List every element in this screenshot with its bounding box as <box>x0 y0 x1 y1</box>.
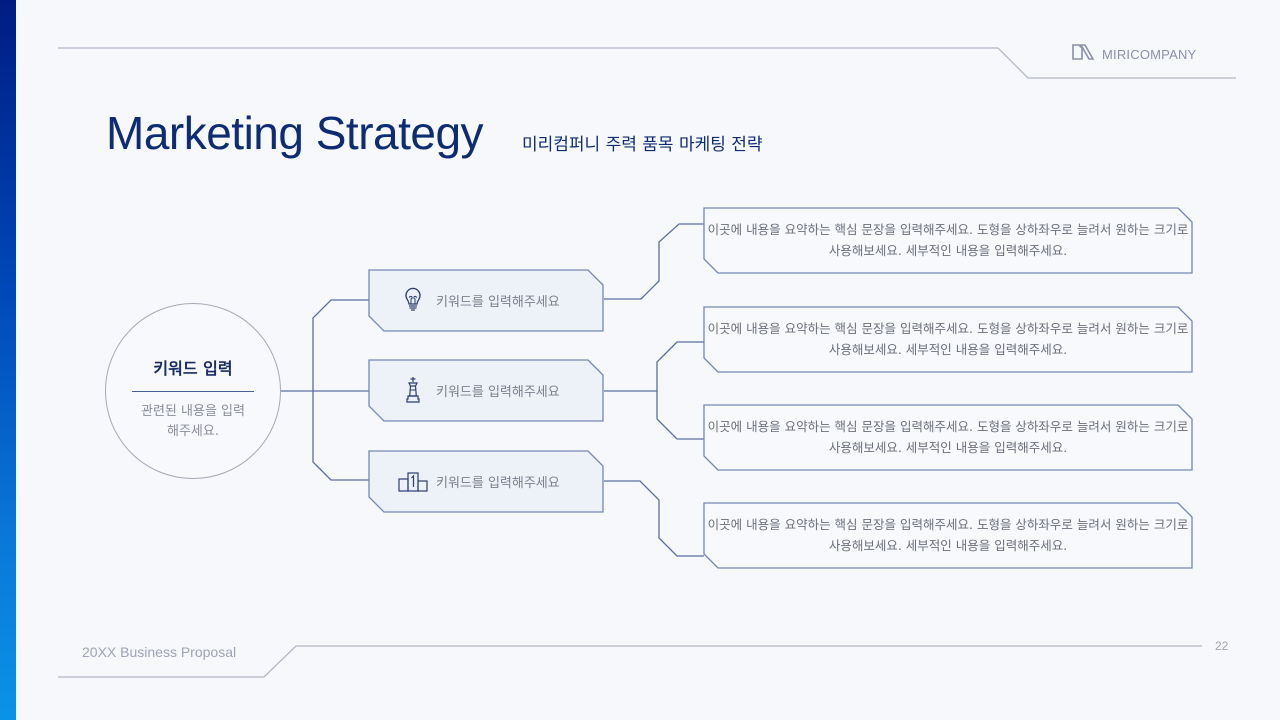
lightbulb-icon <box>398 285 428 315</box>
detail-text: 이곳에 내용을 요약하는 핵심 문장을 입력해주세요. 도형을 상하좌우로 늘려… <box>707 419 1189 455</box>
keyword-label: 키워드를 입력해주세요 <box>436 385 560 400</box>
detail-box-1: 이곳에 내용을 요약하는 핵심 문장을 입력해주세요. 도형을 상하좌우로 늘려… <box>703 207 1193 274</box>
keyword-label: 키워드를 입력해주세요 <box>436 295 560 310</box>
divider <box>132 391 254 392</box>
keyword-box-1: 키워드를 입력해주세요 <box>368 269 604 332</box>
detail-text: 이곳에 내용을 요약하는 핵심 문장을 입력해주세요. 도형을 상하좌우로 늘려… <box>707 321 1189 357</box>
detail-text: 이곳에 내용을 요약하는 핵심 문장을 입력해주세요. 도형을 상하좌우로 늘려… <box>707 517 1189 553</box>
footer-text: 20XX Business Proposal <box>82 644 237 660</box>
page-subtitle: 미리컴퍼니 주력 품목 마케팅 전략 <box>522 135 763 155</box>
miricompany-logo-icon <box>1072 44 1095 64</box>
page-number: 22 <box>1215 639 1229 653</box>
center-keyword-title: 키워드 입력 <box>153 359 233 378</box>
sidebar-gradient-bar <box>0 0 16 720</box>
page-title: Marketing Strategy <box>106 107 484 159</box>
podium-icon <box>398 466 428 496</box>
detail-box-2: 이곳에 내용을 요약하는 핵심 문장을 입력해주세요. 도형을 상하좌우로 늘려… <box>703 306 1193 373</box>
keyword-label: 키워드를 입력해주세요 <box>436 476 560 491</box>
chess-king-icon <box>398 375 428 405</box>
center-keyword-description: 관련된 내용을 입력 해주세요. <box>141 404 245 439</box>
detail-box-3: 이곳에 내용을 요약하는 핵심 문장을 입력해주세요. 도형을 상하좌우로 늘려… <box>703 404 1193 471</box>
keyword-box-2: 키워드를 입력해주세요 <box>368 359 604 422</box>
keyword-box-3: 키워드를 입력해주세요 <box>368 450 604 513</box>
detail-box-4: 이곳에 내용을 요약하는 핵심 문장을 입력해주세요. 도형을 상하좌우로 늘려… <box>703 502 1193 569</box>
brand-name: MIRICOMPANY <box>1102 46 1197 62</box>
brand-logo: MIRICOMPANY <box>1072 44 1196 64</box>
center-keyword-circle: 키워드 입력 관련된 내용을 입력 해주세요. <box>105 303 281 479</box>
detail-text: 이곳에 내용을 요약하는 핵심 문장을 입력해주세요. 도형을 상하좌우로 늘려… <box>707 222 1189 258</box>
